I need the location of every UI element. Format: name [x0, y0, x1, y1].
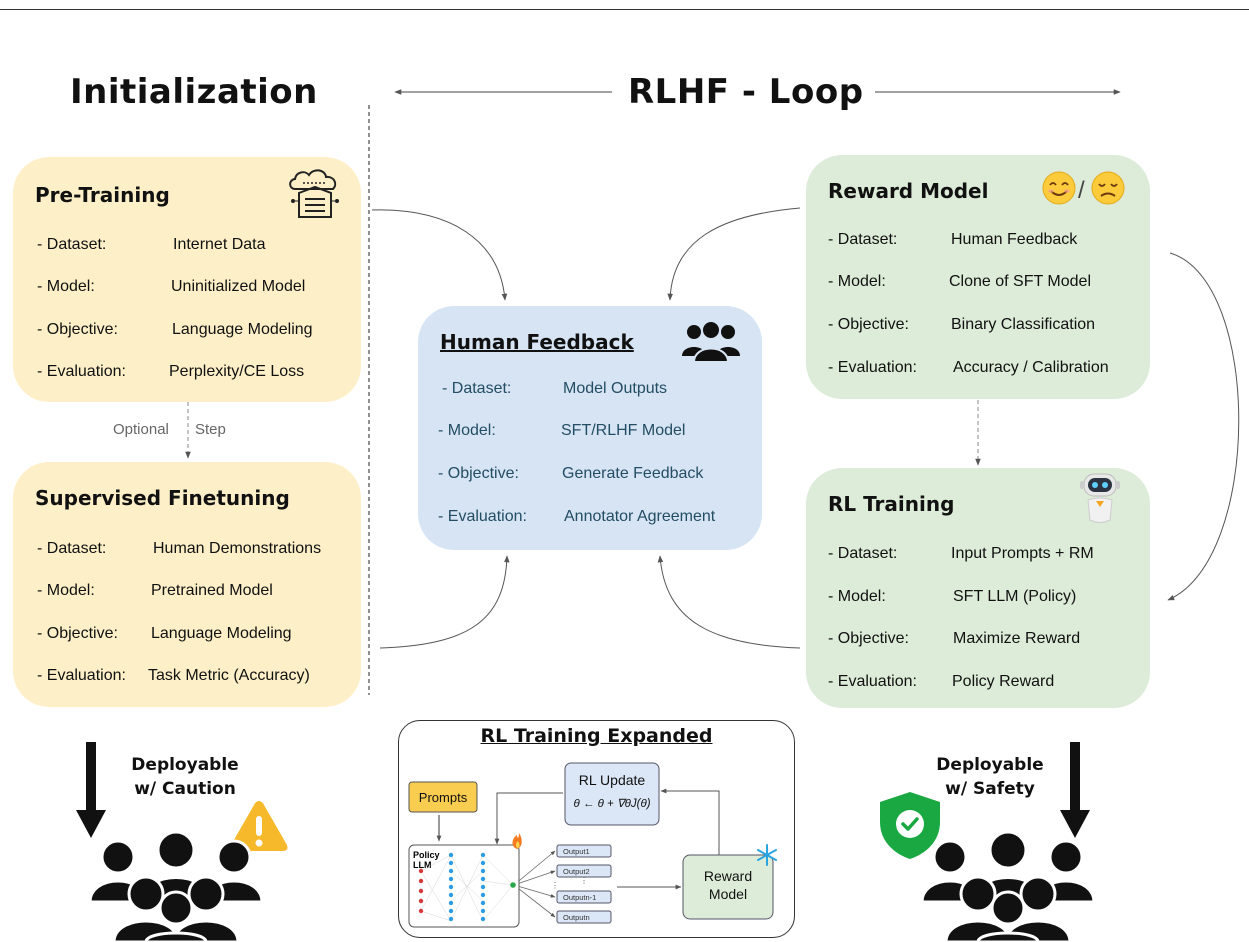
sft-to-feedback-arrow	[379, 555, 510, 649]
rl-training-title: RL Training	[828, 492, 955, 516]
down-arrow-right-icon	[1060, 742, 1090, 838]
pretraining-card: Pre-Training - Dataset:Internet Data - M…	[13, 157, 361, 402]
top-rule	[0, 9, 1249, 10]
step-label: Step	[195, 421, 226, 438]
rl-update-formula: θ ← θ + ∇θJ(θ)	[573, 798, 650, 810]
robot-icon	[1080, 473, 1120, 523]
output-n-1: Outputn-1	[563, 893, 596, 902]
sad-face-emoji	[1091, 171, 1125, 205]
rm-to-rl-curve-arrow	[1167, 252, 1240, 601]
prompts-label: Prompts	[419, 790, 468, 805]
reward-label-1: Reward	[704, 868, 752, 884]
happy-sad-emoji: /	[1042, 171, 1125, 205]
policy-label-2: LLM	[413, 860, 432, 870]
crowd-left-icon	[88, 830, 263, 942]
initialization-heading: Initialization	[70, 72, 318, 112]
warning-icon	[230, 801, 288, 851]
svg-text:⋮: ⋮	[580, 876, 588, 885]
human-feedback-card: Human Feedback - Dataset:Model Outputs -…	[418, 306, 762, 550]
output-1: Output1	[563, 847, 590, 856]
down-arrow-left-icon	[76, 742, 106, 838]
rm-to-feedback-arrow	[667, 207, 801, 301]
rlhf-loop-heading: RLHF - Loop	[628, 72, 864, 112]
policy-label-1: Policy	[413, 850, 440, 860]
happy-face-emoji	[1042, 171, 1076, 205]
reward-label-2: Model	[709, 886, 747, 902]
human-feedback-title: Human Feedback	[440, 330, 634, 354]
reward-model-title: Reward Model	[828, 179, 989, 203]
cloud-server-icon	[289, 169, 339, 218]
svg-text:⋮: ⋮	[551, 881, 559, 890]
rl-expanded-panel: RL Training Expanded Prompts Policy LLM	[398, 720, 795, 938]
deploy-safety-label: Deployable w/ Safety	[936, 755, 1044, 799]
shield-check-icon	[880, 792, 940, 859]
rl-training-card: RL Training - Dataset:Input Prompts + RM…	[806, 468, 1150, 708]
snowflake-icon	[757, 844, 777, 866]
reward-model-card: Reward Model / - Dataset:Human Feedback …	[806, 155, 1150, 399]
rl-expanded-title: RL Training Expanded	[480, 725, 713, 747]
output-n: Outputn	[563, 913, 590, 922]
output-2: Output2	[563, 867, 590, 876]
sft-card: Supervised Finetuning - Dataset:Human De…	[13, 462, 361, 707]
pretrain-to-feedback-arrow	[371, 209, 508, 301]
rl-to-feedback-arrow	[657, 555, 801, 649]
rl-expanded-diagram: Prompts Policy LLM ⋮	[408, 762, 777, 928]
pretraining-title: Pre-Training	[35, 183, 170, 207]
deploy-caution-label: Deployable w/ Caution	[131, 755, 239, 799]
rl-update-label: RL Update	[579, 772, 646, 788]
optional-label: Optional	[113, 421, 169, 438]
crowd-right-icon	[920, 830, 1095, 942]
people-icon	[682, 320, 740, 362]
sft-title: Supervised Finetuning	[35, 486, 290, 510]
svg-text:/: /	[1078, 177, 1085, 204]
